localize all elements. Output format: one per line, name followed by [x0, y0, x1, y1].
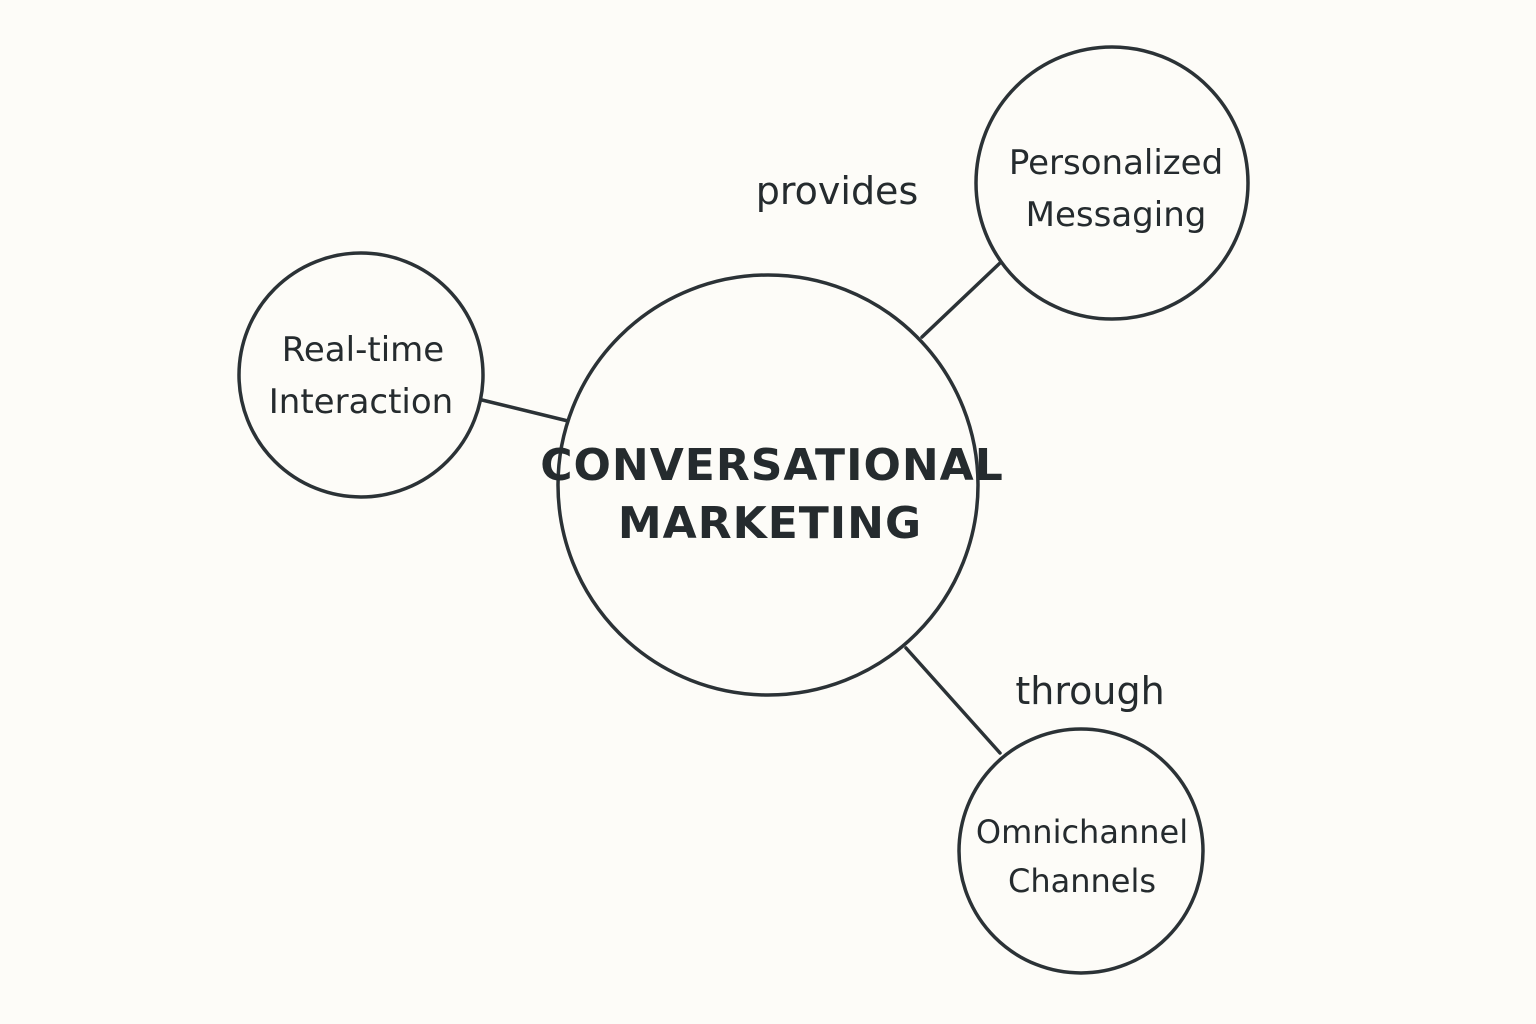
- node-omnichannel-channels: Omnichannel Channels: [957, 727, 1205, 975]
- center-node-circle: [556, 273, 980, 697]
- edge-realtime-to-center: [480, 398, 570, 423]
- edge-center-to-omnichannel: [904, 646, 1002, 755]
- personalized-node-label-line2: Messaging: [1026, 195, 1207, 235]
- node-personalized-messaging: Personalized Messaging: [974, 45, 1250, 321]
- edge-center-to-personalized: [920, 261, 1002, 339]
- center-node-label-line1: CONVERSATIONAL: [540, 440, 1004, 491]
- node-real-time-interaction: Real-time Interaction: [237, 251, 485, 499]
- edge-label-through: through: [1015, 669, 1164, 713]
- center-node-label-line2: MARKETING: [618, 498, 922, 549]
- personalized-node-label-line1: Personalized: [1009, 143, 1223, 183]
- node-conversational-marketing: CONVERSATIONAL MARKETING: [540, 273, 1004, 697]
- realtime-node-circle: [237, 251, 485, 499]
- edge-label-provides: provides: [756, 169, 919, 213]
- personalized-node-circle: [974, 45, 1250, 321]
- realtime-node-label-line1: Real-time: [282, 330, 444, 370]
- omnichannel-node-label-line1: Omnichannel: [976, 813, 1188, 851]
- realtime-node-label-line2: Interaction: [269, 382, 453, 422]
- omnichannel-node-circle: [957, 727, 1205, 975]
- omnichannel-node-label-line2: Channels: [1008, 862, 1156, 900]
